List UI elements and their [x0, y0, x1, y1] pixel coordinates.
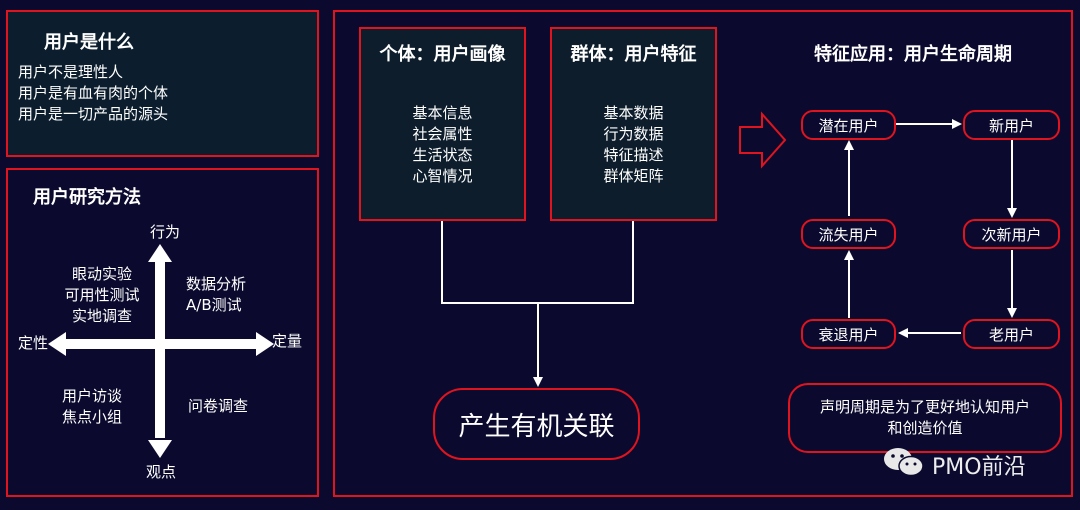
group-title: 群体：用户特征	[570, 44, 697, 65]
axis-left-label: 定性	[18, 334, 49, 352]
group-items: 基本数据 行为数据 特征描述 群体矩阵	[550, 103, 717, 187]
individual-title: 个体：用户画像	[379, 44, 506, 65]
axis-top-label: 行为	[150, 223, 181, 241]
method-item: 可用性测试	[64, 286, 140, 304]
individual-item: 基本信息	[412, 104, 473, 122]
group-item: 群体矩阵	[603, 167, 664, 185]
watermark-text: PMO前沿	[932, 455, 1026, 480]
method-item: A/B测试	[186, 296, 242, 314]
individual-item: 心智情况	[412, 167, 473, 185]
group-box	[550, 27, 717, 221]
group-item: 特征描述	[603, 146, 664, 164]
stage-new-user: 新用户	[963, 110, 1060, 140]
lifecycle-arrows	[844, 119, 1017, 338]
what-is-user-line-1: 用户不是理性人	[18, 63, 124, 81]
stage-old-user: 老用户	[963, 319, 1060, 349]
method-item: 问卷调查	[188, 397, 249, 415]
wechat-icon	[884, 448, 924, 477]
merge-connector	[441, 221, 634, 387]
research-methods-title: 用户研究方法	[33, 187, 141, 208]
group-item: 行为数据	[603, 125, 664, 143]
what-is-user-title: 用户是什么	[44, 32, 134, 53]
quadrant-axes	[48, 244, 274, 458]
lifecycle-note: 声明周期是为了更好地认知用户 和创造价值	[788, 383, 1062, 453]
axis-right-label: 定量	[272, 332, 303, 350]
method-item: 用户访谈	[62, 387, 123, 405]
stage-second-new-user: 次新用户	[963, 219, 1060, 249]
lifecycle-title: 特征应用：用户生命周期	[814, 44, 1012, 65]
quadrant-top-left: 眼动实验 可用性测试 实地调查	[56, 264, 148, 327]
stage-declining-user: 衰退用户	[801, 319, 896, 349]
stage-potential-user: 潜在用户	[801, 110, 896, 140]
method-item: 焦点小组	[62, 408, 123, 426]
quadrant-bottom-left: 用户访谈 焦点小组	[62, 386, 122, 428]
lifecycle-note-line-2: 和创造价值	[887, 419, 963, 437]
what-is-user-line-2: 用户是有血有肉的个体	[18, 84, 169, 102]
individual-item: 社会属性	[412, 125, 473, 143]
individual-item: 生活状态	[412, 146, 473, 164]
what-is-user-line-3: 用户是一切产品的源头	[18, 105, 169, 123]
stage-lost-user: 流失用户	[801, 219, 896, 249]
method-item: 数据分析	[186, 275, 247, 293]
result-pill: 产生有机关联	[433, 388, 640, 460]
what-is-user-panel	[6, 10, 319, 157]
big-right-arrow	[739, 111, 787, 169]
group-item: 基本数据	[603, 104, 664, 122]
user-features-panel	[333, 10, 1073, 497]
quadrant-top-right: 数据分析 A/B测试	[186, 274, 246, 316]
individual-items: 基本信息 社会属性 生活状态 心智情况	[359, 103, 526, 187]
axis-bottom-label: 观点	[146, 463, 177, 481]
method-item: 实地调查	[71, 307, 132, 325]
quadrant-bottom-right: 问卷调查	[188, 396, 248, 417]
lifecycle-note-line-1: 声明周期是为了更好地认知用户	[819, 398, 1030, 416]
individual-box	[359, 27, 526, 221]
method-item: 眼动实验	[71, 265, 132, 283]
